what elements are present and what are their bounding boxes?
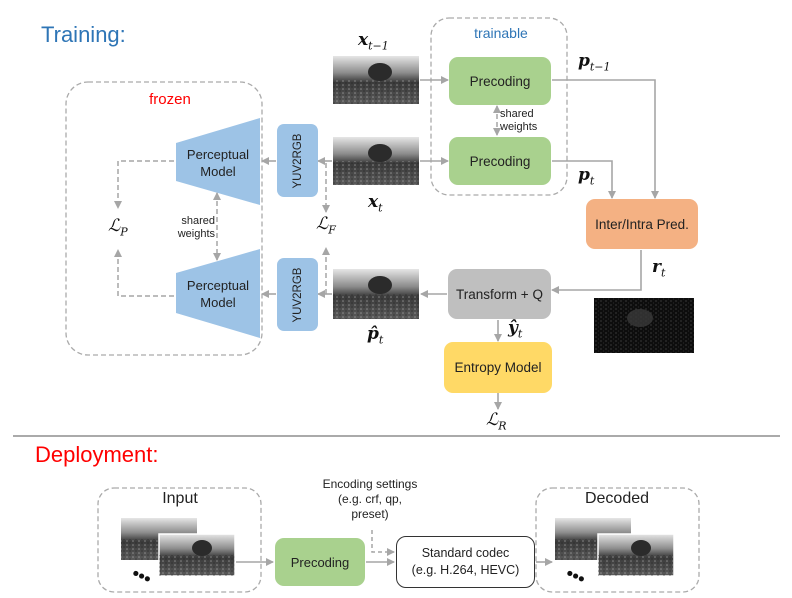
- settings-dashed-arrow: [371, 530, 395, 556]
- yuv2rgb-bottom-box: YUV2RGB: [277, 258, 318, 331]
- perceptual-model-bottom-label: Perceptual Model: [176, 277, 260, 311]
- deploy-decoded-frames: [555, 518, 675, 577]
- deploy-input-label: Input: [162, 490, 198, 507]
- perceptual-model-bottom-line1: Perceptual: [186, 278, 250, 293]
- precoding-bottom-label: Precoding: [469, 153, 531, 169]
- training-arrows: [261, 76, 659, 410]
- standard-codec-box: Standard codec (e.g. H.264, HEVC): [396, 536, 535, 588]
- precoding-top-label: Precoding: [469, 73, 531, 89]
- encoding-settings-label: Encoding settings (e.g. crf, qp, preset): [305, 477, 435, 522]
- precoding-top-box: Precoding: [449, 57, 551, 105]
- encoding-settings-line3: preset): [351, 507, 389, 521]
- perceptual-model-bottom-shape: [176, 249, 260, 338]
- transform-q-box: Transform + Q: [448, 269, 551, 319]
- p-t-symbol: pt: [578, 165, 595, 188]
- deployment-title: Deployment:: [35, 442, 159, 467]
- inter-intra-pred-label: Inter/Intra Pred.: [595, 216, 689, 232]
- entropy-model-box: Entropy Model: [444, 342, 552, 393]
- shared-weights-precoding-line1: shared: [500, 108, 534, 120]
- decoded-region: [535, 487, 700, 593]
- training-dashed-arrows: [114, 105, 501, 297]
- frozen-label: frozen: [149, 91, 191, 108]
- standard-codec-line2: (e.g. H.264, HEVC): [411, 563, 520, 577]
- inter-intra-pred-box: Inter/Intra Pred.: [586, 199, 698, 249]
- y-hat-symbol: ŷt: [508, 318, 523, 341]
- frame-residual: [594, 298, 694, 353]
- loss-p-symbol: ℒP: [108, 216, 128, 239]
- frozen-region: [65, 81, 263, 356]
- deploy-precoding-box: Precoding: [275, 538, 365, 586]
- precoding-bottom-box: Precoding: [449, 137, 551, 185]
- yuv2rgb-top-box: YUV2RGB: [277, 124, 318, 197]
- entropy-model-label: Entropy Model: [454, 360, 542, 375]
- yuv2rgb-bottom-label: YUV2RGB: [291, 267, 304, 322]
- deploy-precoding-label: Precoding: [290, 554, 350, 570]
- perceptual-model-top-label: Perceptual Model: [176, 146, 260, 180]
- frame-x-prev: [333, 56, 419, 104]
- frame-p-hat: [333, 269, 419, 319]
- shared-weights-precoding-line2: weights: [500, 121, 538, 133]
- input-region: [97, 487, 262, 593]
- perceptual-model-top-line1: Perceptual: [186, 147, 250, 162]
- frame-x-t: [333, 137, 419, 185]
- shared-weights-perceptual-line2: weights: [177, 228, 215, 240]
- loss-f-symbol: ℒF: [316, 214, 336, 237]
- perceptual-model-bottom-line2: Model: [200, 295, 236, 310]
- r-t-symbol: rt: [652, 257, 666, 280]
- x-prev-symbol: xt−1: [358, 30, 389, 53]
- x-t-symbol: xt: [368, 192, 383, 215]
- encoding-settings-line1: Encoding settings: [322, 477, 418, 491]
- loss-r-symbol: ℒR: [486, 410, 507, 433]
- shared-weights-perceptual-line1: shared: [181, 215, 215, 227]
- trainable-label: trainable: [474, 25, 528, 41]
- training-title: Training:: [41, 22, 126, 47]
- yuv2rgb-top-label: YUV2RGB: [291, 133, 304, 188]
- p-prev-symbol: pt−1: [578, 51, 611, 74]
- shared-weights-precoding: shared weights: [500, 108, 552, 134]
- encoding-settings-line2: (e.g. crf, qp,: [337, 492, 403, 506]
- deploy-input-frames: [121, 518, 236, 577]
- standard-codec-line1: Standard codec: [421, 546, 510, 560]
- p-hat-symbol: p̂t: [367, 324, 384, 347]
- deploy-decoded-label: Decoded: [584, 490, 650, 507]
- perceptual-model-top-shape: [176, 118, 260, 205]
- perceptual-model-top-line2: Model: [200, 164, 236, 179]
- shared-weights-perceptual: shared weights: [160, 215, 215, 241]
- trainable-region: [430, 17, 568, 196]
- transform-q-label: Transform + Q: [456, 286, 543, 302]
